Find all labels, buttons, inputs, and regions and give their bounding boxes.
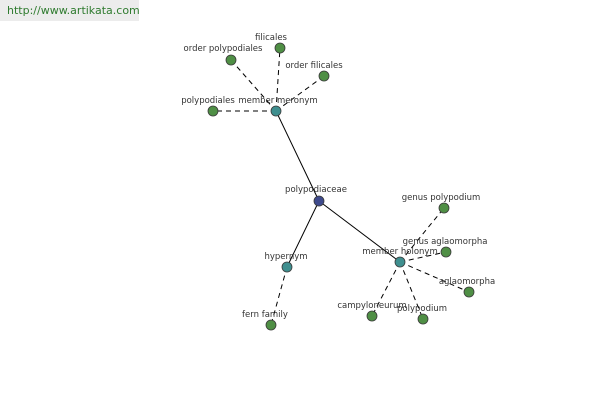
edge-member-holonym-to-genus-polypodium bbox=[399, 207, 445, 263]
node-root-polypodiaceae[interactable] bbox=[313, 195, 325, 207]
node-fern-family[interactable] bbox=[265, 319, 277, 331]
node-member-holonym[interactable] bbox=[394, 256, 406, 268]
edge-root-to-member-holonym bbox=[318, 200, 401, 263]
label-polypodiales: polypodiales bbox=[181, 96, 235, 106]
node-genus-polypodium[interactable] bbox=[438, 202, 450, 214]
site-url-banner: http://www.artikata.com bbox=[0, 0, 140, 21]
edge-member-holonym-to-campyloneurum bbox=[371, 261, 401, 317]
label-genus-polypodium: genus polypodium bbox=[402, 193, 481, 203]
graph-edges bbox=[213, 47, 470, 326]
graph-nodes bbox=[207, 42, 475, 331]
node-aglaomorpha[interactable] bbox=[463, 286, 475, 298]
edge-member-meronym-to-order-polypodiales bbox=[230, 59, 277, 112]
label-order-polypodiales: order polypodiales bbox=[184, 44, 264, 54]
label-polypodium: polypodium bbox=[397, 304, 447, 314]
edge-member-holonym-to-genus-aglaomorpha bbox=[399, 251, 447, 263]
edge-root-to-member-meronym bbox=[275, 110, 320, 202]
site-url-link[interactable]: http://www.artikata.com bbox=[7, 4, 140, 17]
label-member-holonym: member holonym bbox=[362, 247, 437, 257]
label-order-filicales: order filicales bbox=[285, 61, 343, 71]
edge-member-meronym-to-filicales bbox=[275, 47, 281, 112]
label-aglaomorpha: aglaomorpha bbox=[439, 277, 495, 287]
label-campyloneurum: campyloneurum bbox=[337, 301, 406, 311]
node-order-filicales[interactable] bbox=[318, 70, 330, 82]
edge-member-holonym-to-polypodium bbox=[399, 261, 424, 320]
node-genus-aglaomorpha[interactable] bbox=[440, 246, 452, 258]
node-filicales[interactable] bbox=[274, 42, 286, 54]
label-filicales: filicales bbox=[255, 33, 288, 43]
node-hypernym[interactable] bbox=[281, 261, 293, 273]
label-genus-aglaomorpha: genus aglaomorpha bbox=[403, 237, 488, 247]
node-polypodiales[interactable] bbox=[207, 105, 219, 117]
node-polypodium[interactable] bbox=[417, 313, 429, 325]
label-member-meronym: member meronym bbox=[238, 96, 317, 106]
label-hypernym: hypernym bbox=[264, 252, 307, 262]
node-campyloneurum[interactable] bbox=[366, 310, 378, 322]
edge-member-meronym-to-order-filicales bbox=[275, 75, 325, 112]
node-member-meronym[interactable] bbox=[270, 105, 282, 117]
label-root-polypodiaceae: polypodiaceae bbox=[285, 185, 347, 195]
edge-root-to-hypernym bbox=[286, 200, 320, 268]
edge-hypernym-to-fern-family bbox=[270, 266, 288, 326]
edge-member-holonym-to-aglaomorpha bbox=[399, 261, 470, 293]
node-order-polypodiales[interactable] bbox=[225, 54, 237, 66]
label-fern-family: fern family bbox=[242, 310, 288, 320]
